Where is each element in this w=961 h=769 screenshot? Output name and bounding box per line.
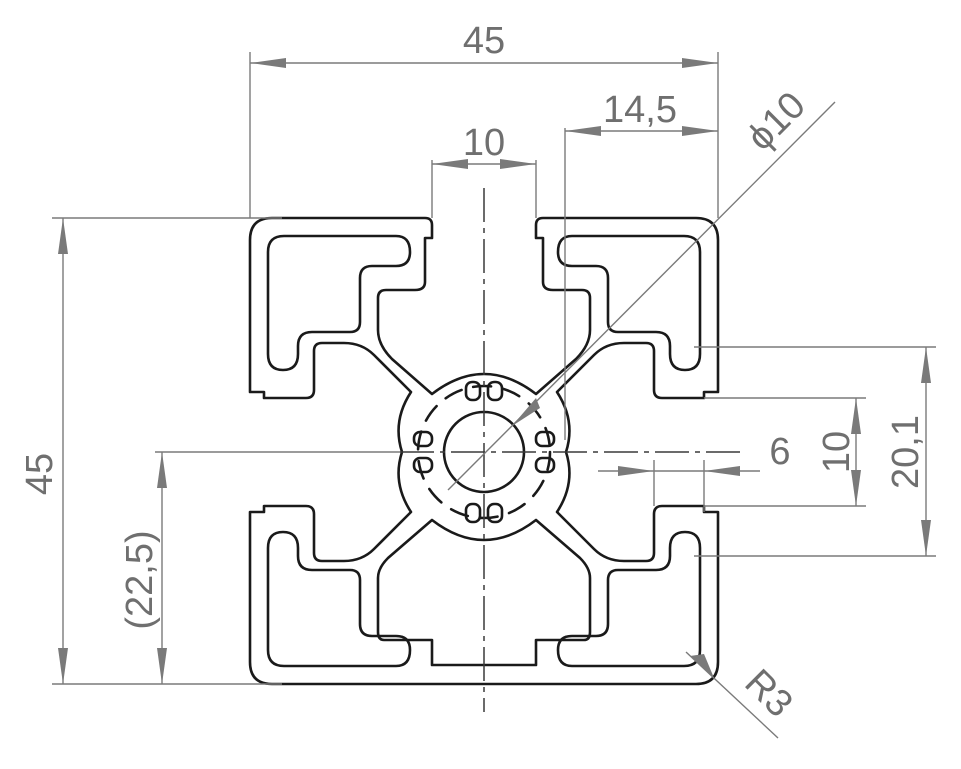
bottom-t-slot xyxy=(376,518,592,667)
slot-opening-label: 10 xyxy=(816,431,858,473)
chamber-bottom-left xyxy=(266,530,412,668)
width-total-label: 45 xyxy=(463,20,505,62)
diameter-leader xyxy=(447,101,836,491)
bore-flute xyxy=(412,430,434,448)
dimension-lines xyxy=(52,52,936,739)
slot-depth-label: 6 xyxy=(769,431,790,473)
slot-width-label: 10 xyxy=(463,122,505,164)
bore-flute xyxy=(464,380,482,402)
center-height-label: (22,5) xyxy=(119,530,161,629)
slot-span-label: 20,1 xyxy=(885,415,927,489)
bore-flutes xyxy=(412,380,556,524)
bore-flute xyxy=(534,456,556,474)
bore-flute xyxy=(534,430,556,448)
groove-to-edge-label: 14,5 xyxy=(603,89,677,131)
center-lines xyxy=(400,188,740,712)
chamber-top-right xyxy=(556,234,702,372)
height-total-label: 45 xyxy=(19,453,61,495)
bore-diameter-label: ϕ10 xyxy=(739,84,814,159)
chamber-bottom-right xyxy=(556,530,702,668)
bore-flute xyxy=(486,380,504,402)
bore-flute xyxy=(486,502,504,524)
dimension-labels: 45 14,5 10 ϕ10 45 (22,5) 6 10 20,1 R3 xyxy=(19,20,927,726)
bore-flute xyxy=(464,502,482,524)
bore-flute xyxy=(412,456,434,474)
chamber-top-left xyxy=(266,234,412,372)
corner-radius-label: R3 xyxy=(736,661,800,725)
